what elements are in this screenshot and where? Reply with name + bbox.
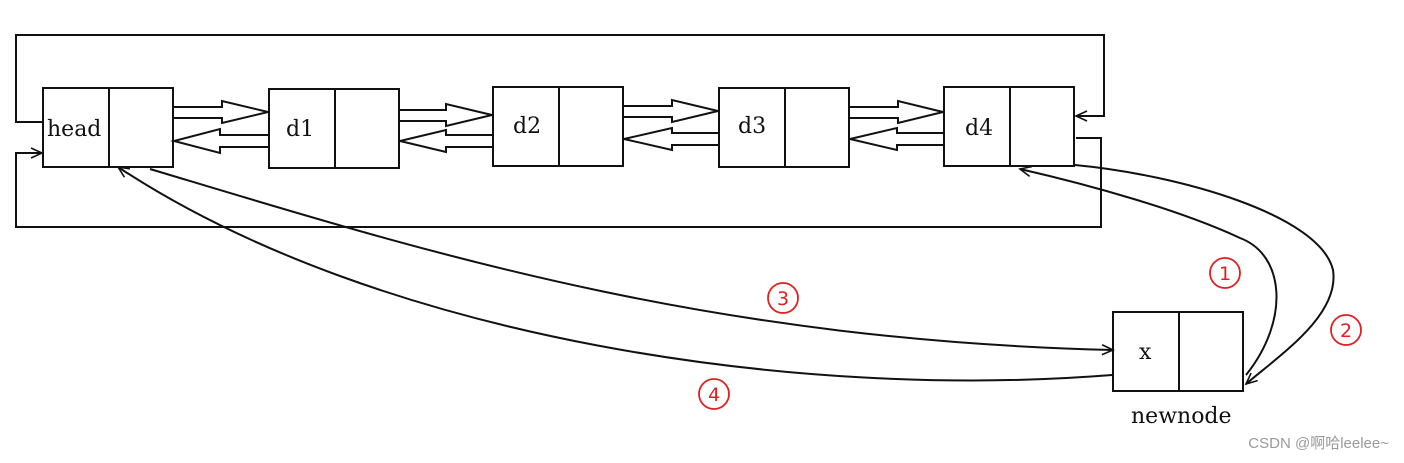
- node-d4: d4: [943, 86, 1075, 167]
- step1-arrow-x-prev-to-d4: [1018, 165, 1278, 376]
- d4-next-to-head-line: [15, 137, 1102, 228]
- step-number-4: 4: [708, 384, 720, 406]
- node-d4-label: d4: [965, 116, 993, 141]
- node-head-label: head: [47, 117, 101, 142]
- node-d1: d1: [268, 88, 400, 169]
- node-d1-label: d1: [286, 117, 314, 142]
- step-marker-3: 3: [767, 282, 799, 314]
- node-d2: d2: [492, 86, 624, 167]
- step3-arrow-head-to-x: [149, 168, 1115, 356]
- node-d3-label: d3: [738, 114, 766, 139]
- step-marker-1: 1: [1209, 257, 1241, 289]
- step4-arrow-x-to-head: [116, 165, 1113, 382]
- watermark: CSDN @啊哈leelee~: [1248, 435, 1389, 452]
- prev-arrow-d2-d1: [399, 128, 492, 154]
- next-arrow-d1-d2: [400, 102, 493, 128]
- step-marker-2: 2: [1330, 314, 1362, 346]
- step-number-3: 3: [777, 288, 789, 310]
- head-prev-to-d4-line: [15, 34, 1105, 123]
- node-x: x: [1112, 311, 1244, 392]
- next-arrow-d2-d3: [624, 98, 719, 124]
- newnode-label: newnode: [1131, 404, 1232, 429]
- node-d2-label: d2: [513, 114, 541, 139]
- step-number-1: 1: [1219, 263, 1231, 285]
- next-arrow-head-d1: [174, 99, 269, 125]
- prev-arrow-d3-d2: [623, 126, 718, 152]
- node-head: head: [42, 87, 174, 168]
- prev-arrow-d4-d3: [849, 126, 943, 152]
- step2-arrow-d4-next-to-x: [1074, 164, 1335, 386]
- step-number-2: 2: [1340, 320, 1352, 342]
- next-arrow-d3-d4: [850, 99, 944, 125]
- step-marker-4: 4: [698, 378, 730, 410]
- node-d3: d3: [718, 87, 850, 168]
- prev-arrow-d1-head: [170, 127, 268, 155]
- node-x-label: x: [1139, 340, 1152, 365]
